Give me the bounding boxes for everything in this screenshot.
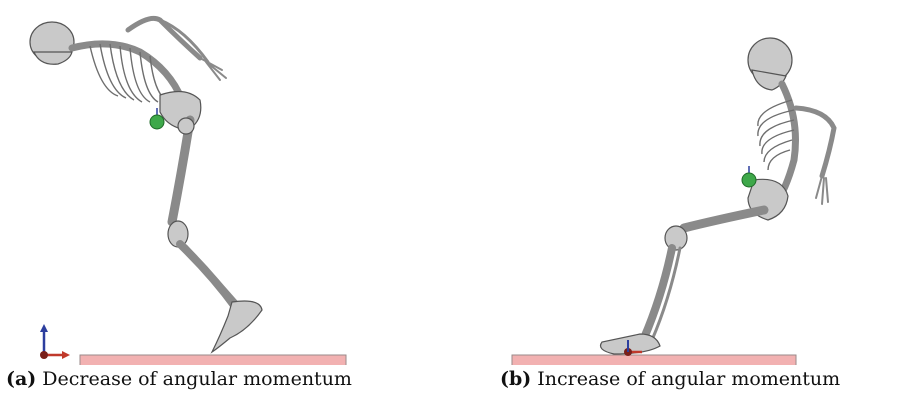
center-of-mass-marker	[741, 172, 757, 188]
floor-plate	[511, 354, 797, 365]
coordinate-frame-icon	[40, 324, 70, 359]
skeleton-figure-a	[29, 15, 347, 365]
skull	[29, 21, 75, 65]
skeleton-figure-b	[511, 37, 837, 365]
caption-a-text: Decrease of angular momentum	[42, 368, 352, 390]
caption-b-label: (b)	[500, 368, 532, 390]
femur	[167, 115, 195, 227]
knee	[664, 225, 688, 251]
panel-b: (b)Increase of angular momentum	[456, 0, 912, 412]
foot	[210, 300, 263, 354]
spine	[68, 40, 186, 104]
caption-a: (a)Decrease of angular momentum	[6, 368, 352, 390]
tibia	[640, 244, 676, 342]
caption-a-label: (a)	[6, 368, 37, 390]
coordinate-frame-icon	[624, 340, 642, 356]
hand	[199, 57, 227, 81]
tibia	[176, 240, 240, 312]
caption-b: (b)Increase of angular momentum	[500, 368, 840, 390]
hand	[815, 175, 829, 205]
ribcage	[89, 43, 167, 103]
arm	[793, 105, 837, 179]
ribcage	[757, 99, 795, 171]
center-of-mass-marker	[149, 114, 165, 130]
caption-b-text: Increase of angular momentum	[537, 368, 841, 390]
panel-a: (a)Decrease of angular momentum	[6, 15, 352, 390]
skull	[747, 37, 793, 91]
floor-plate	[79, 354, 347, 365]
femur	[679, 205, 769, 233]
